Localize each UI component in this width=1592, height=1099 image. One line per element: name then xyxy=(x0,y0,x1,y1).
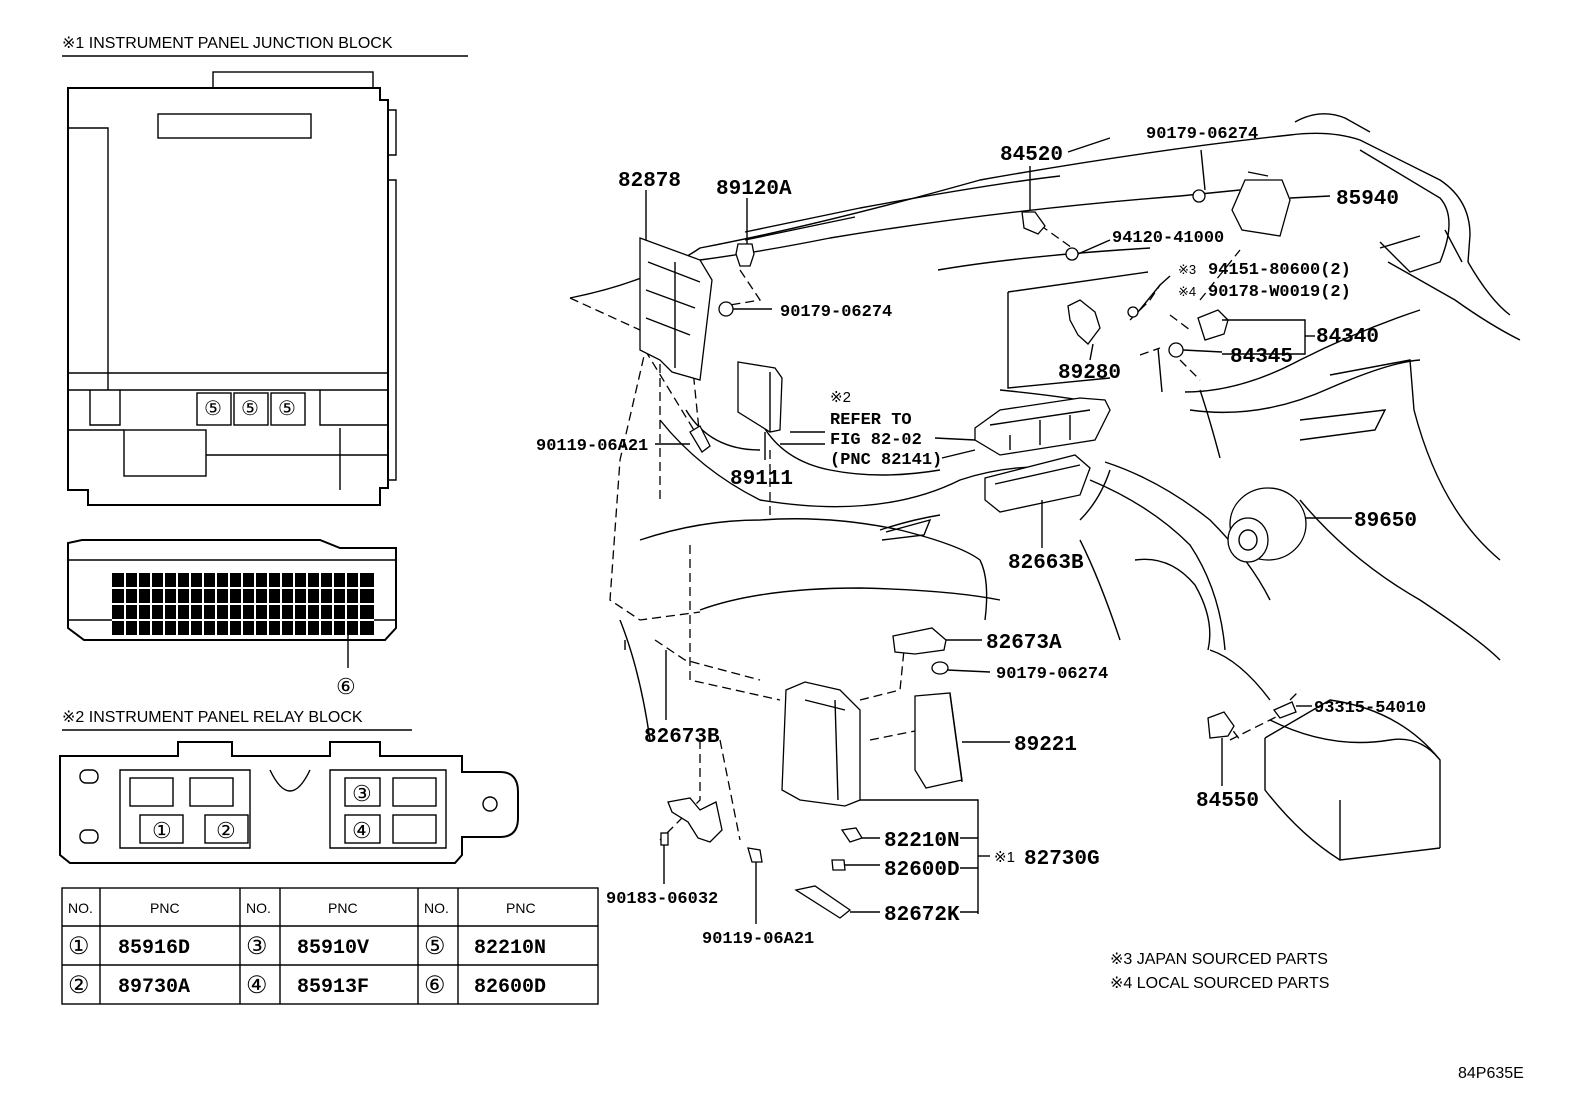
junction-block-title: ※1 INSTRUMENT PANEL JUNCTION BLOCK xyxy=(62,35,393,52)
ref-mark: ※2 xyxy=(830,389,851,406)
table-cell: ② xyxy=(68,972,90,999)
relay-block-section: ※2 INSTRUMENT PANEL RELAY BLOCK ① ② ③ ④ xyxy=(59,709,519,864)
part-label-90179-a: 90179-06274 xyxy=(780,303,892,322)
ref-line-2: FIG 82-02 xyxy=(830,431,922,450)
callout-5-b: ⑤ xyxy=(241,398,259,420)
part-label-82600d: 82600D xyxy=(884,859,960,882)
table-cell: 85916D xyxy=(118,937,190,960)
part-label-90119-a: 90119-06A21 xyxy=(536,437,648,456)
part-label-82672k: 82672K xyxy=(884,904,960,927)
figure-code: 84P635E xyxy=(1458,1065,1524,1082)
leader-lines xyxy=(645,137,1352,924)
callout-3: ③ xyxy=(352,781,372,806)
part-label-84520: 84520 xyxy=(1000,144,1063,167)
table-cell: ④ xyxy=(246,972,268,999)
part-label-89221: 89221 xyxy=(1014,734,1077,757)
part-label-89280: 89280 xyxy=(1058,362,1121,385)
table-cell: ⑤ xyxy=(424,933,446,960)
part-label-90179-b: 90179-06274 xyxy=(1146,125,1258,144)
table-cell: 82600D xyxy=(474,976,546,999)
mark-3: ※3 xyxy=(1178,262,1196,277)
dashed-leaders xyxy=(569,224,1301,841)
table-cell: 82210N xyxy=(474,937,546,960)
callout-5-a: ⑤ xyxy=(204,398,222,420)
part-label-82878: 82878 xyxy=(618,170,681,193)
part-label-82730g: 82730G xyxy=(1024,848,1100,871)
table-cell: ① xyxy=(68,933,90,960)
callout-5-c: ⑤ xyxy=(278,398,296,420)
part-label-89120a: 89120A xyxy=(716,178,792,201)
part-label-90119-b: 90119-06A21 xyxy=(702,930,814,949)
part-label-94151: 94151-80600(2) xyxy=(1208,261,1351,280)
pnc-table: NO. PNC NO. PNC NO. PNC ① 85916D ③ 85910… xyxy=(61,887,599,1005)
part-label-90183: 90183-06032 xyxy=(606,890,718,909)
part-label-82663b: 82663B xyxy=(1008,552,1084,575)
callout-4: ④ xyxy=(352,818,372,843)
part-label-84550: 84550 xyxy=(1196,790,1259,813)
part-label-84340: 84340 xyxy=(1316,326,1379,349)
junction-block-side-view: ⑥ xyxy=(67,539,397,699)
part-label-90178: 90178-W0019(2) xyxy=(1208,283,1351,302)
table-cell: 89730A xyxy=(118,976,190,999)
junction-block-section: ※1 INSTRUMENT PANEL JUNCTION BLOCK ⑤ ⑤ ⑤ xyxy=(62,35,468,699)
callout-1: ① xyxy=(152,818,172,843)
table-header-pnc-1: PNC xyxy=(150,900,180,916)
part-labels: 82878 89120A 90179-06274 90119-06A21 891… xyxy=(536,125,1426,949)
table-header-no-2: NO. xyxy=(246,900,271,916)
notes: ※3 JAPAN SOURCED PARTS ※4 LOCAL SOURCED … xyxy=(1110,951,1524,1082)
ref-line-1: REFER TO xyxy=(830,411,912,430)
part-label-85940: 85940 xyxy=(1336,188,1399,211)
mark-4: ※4 xyxy=(1178,284,1196,299)
part-label-94120: 94120-41000 xyxy=(1112,229,1224,248)
parts-drawings xyxy=(639,171,1307,919)
table-header-no-3: NO. xyxy=(424,900,449,916)
part-label-82210n: 82210N xyxy=(884,830,960,853)
table-cell: ⑥ xyxy=(424,972,446,999)
note-japan-sourced: ※3 JAPAN SOURCED PARTS xyxy=(1110,951,1328,968)
callout-6: ⑥ xyxy=(336,674,356,699)
callout-2: ② xyxy=(216,818,236,843)
mark-1: ※1 xyxy=(994,849,1015,866)
part-label-82673b: 82673B xyxy=(644,726,720,749)
table-cell: ③ xyxy=(246,933,268,960)
part-label-93315: 93315-54010 xyxy=(1314,699,1426,718)
relay-block-title: ※2 INSTRUMENT PANEL RELAY BLOCK xyxy=(62,709,363,726)
table-cell: 85913F xyxy=(297,976,369,999)
table-cell: 85910V xyxy=(297,937,369,960)
table-header-no-1: NO. xyxy=(68,900,93,916)
part-label-89111: 89111 xyxy=(730,468,793,491)
table-header-pnc-3: PNC xyxy=(506,900,536,916)
ref-line-3: (PNC 82141) xyxy=(830,451,942,470)
part-label-89650: 89650 xyxy=(1354,510,1417,533)
junction-block-front-view: ⑤ ⑤ ⑤ xyxy=(67,71,397,506)
table-header-pnc-2: PNC xyxy=(328,900,358,916)
note-local-sourced: ※4 LOCAL SOURCED PARTS xyxy=(1110,975,1329,992)
part-label-82673a: 82673A xyxy=(986,632,1062,655)
part-label-84345: 84345 xyxy=(1230,346,1293,369)
part-label-90179-c: 90179-06274 xyxy=(996,665,1108,684)
